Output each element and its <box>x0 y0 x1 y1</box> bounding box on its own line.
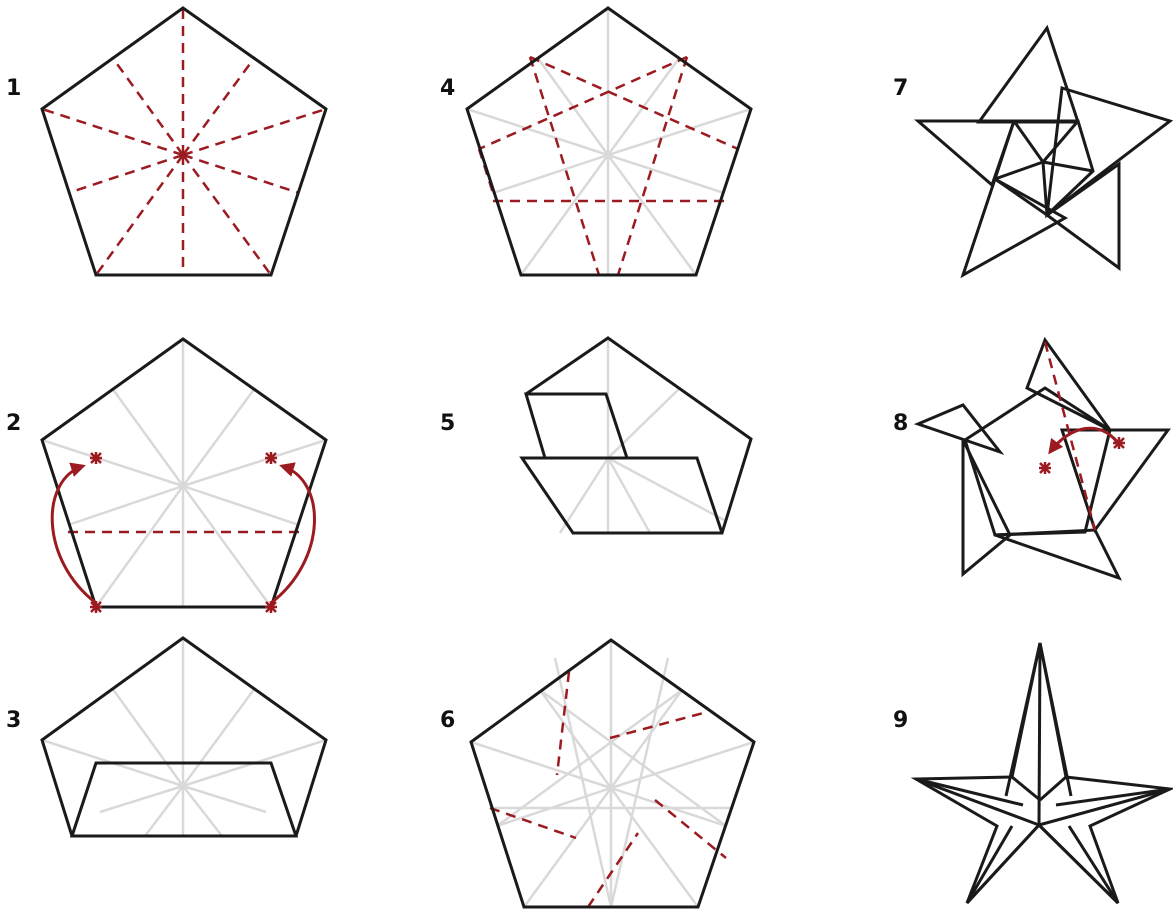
step-2-pentagon <box>40 337 328 609</box>
step-6-figure <box>469 638 756 909</box>
step-7-point-right <box>1045 86 1173 219</box>
step-8-point-right <box>1059 428 1171 534</box>
step-6-guide-lines <box>470 640 755 908</box>
step-7-point-bottom-right <box>1044 161 1121 271</box>
step-3-guide-lines <box>41 638 327 837</box>
step-8-point-left <box>913 403 1005 456</box>
step-5-outer-edge <box>519 336 753 535</box>
step-number-1: 1 <box>6 76 21 101</box>
step-4-figure <box>465 6 753 277</box>
step-number-3: 3 <box>6 708 21 733</box>
step-number-7: 7 <box>893 76 908 101</box>
step-1-figure <box>40 6 328 277</box>
step-5-guide-lines <box>558 338 725 534</box>
step-8-point-top <box>1025 336 1112 432</box>
step-3-outer-edge <box>40 636 328 837</box>
step-8-center-pentagon <box>963 386 1112 537</box>
step-number-5: 5 <box>440 411 455 436</box>
step-7-figure <box>913 24 1173 279</box>
step-5-upper-flap <box>523 392 630 460</box>
step-8-figure <box>913 336 1171 581</box>
step-8-point-bottom-right <box>994 528 1122 581</box>
step-1-pentagon <box>40 6 328 277</box>
step-number-2: 2 <box>6 411 21 436</box>
step-7-point-top <box>976 24 1081 124</box>
step-4-crease-lines <box>477 55 739 276</box>
step-3-folded-flap <box>69 761 299 838</box>
step-8-arrow <box>1048 426 1119 455</box>
step-number-9: 9 <box>893 708 908 733</box>
step-7-center-folds <box>993 119 1095 217</box>
step-1-crease-lines <box>41 8 327 276</box>
step-8-fold-line <box>1043 341 1097 531</box>
step-6-crease-lines <box>489 671 727 908</box>
step-8-point-bottom-left <box>961 439 1012 578</box>
step-2-figure <box>40 337 328 613</box>
step-9-figure <box>910 642 1173 905</box>
step-number-4: 4 <box>440 76 455 101</box>
step-2-guide-lines <box>41 339 327 608</box>
step-3-figure <box>40 636 328 838</box>
step-7-point-left <box>913 119 1017 188</box>
step-8-asterisk-mark-icon <box>1039 437 1125 474</box>
step-2-left-arrow <box>50 462 97 605</box>
step-9-folds <box>915 642 1171 905</box>
step-5-figure <box>519 336 753 535</box>
step-4-guide-lines <box>466 8 752 276</box>
step-6-pentagon <box>469 638 756 909</box>
step-number-6: 6 <box>440 708 455 733</box>
step-2-right-arrow <box>270 462 316 605</box>
step-7-point-bottom-left <box>960 176 1069 279</box>
step-4-pentagon <box>465 6 753 277</box>
step-number-8: 8 <box>893 411 908 436</box>
step-9-star <box>910 642 1173 905</box>
step-2-asterisk-mark-icon <box>90 452 277 613</box>
